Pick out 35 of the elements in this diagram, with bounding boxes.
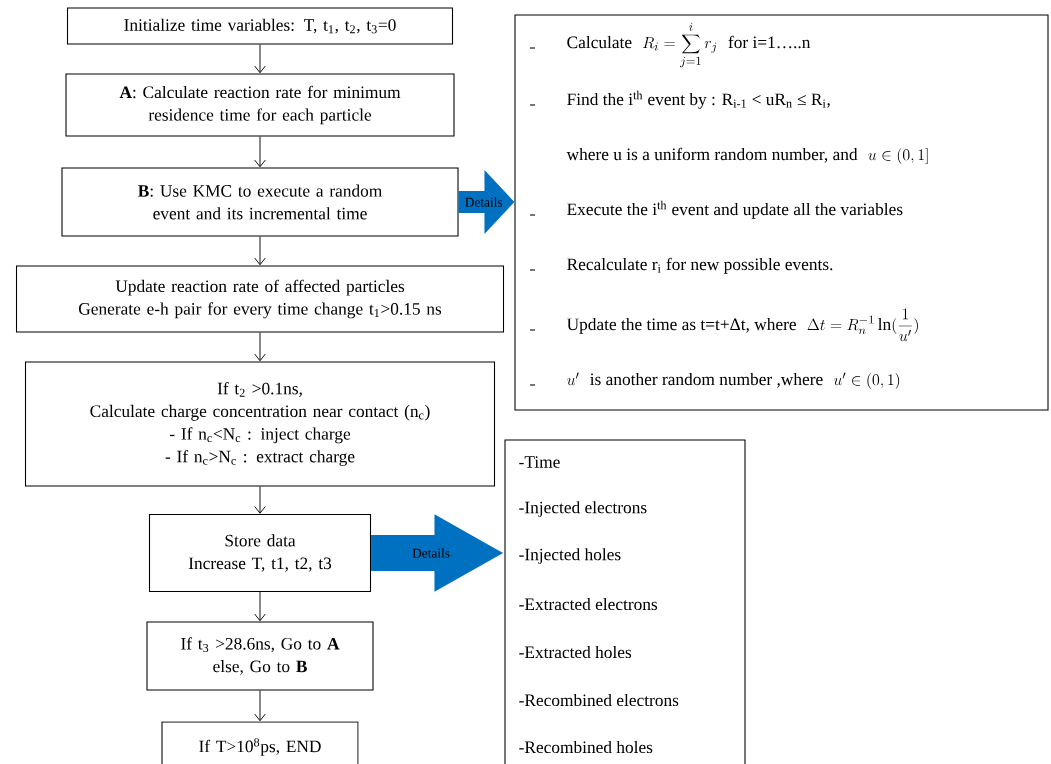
step-text: for i=1…..n <box>728 35 811 49</box>
list-item: -Injected holes <box>519 548 621 564</box>
arrow <box>254 332 266 362</box>
step-text: Update the time as t=t+Δt, where <box>566 318 796 334</box>
formula: $u'$ <box>567 372 579 386</box>
arrow <box>254 136 266 168</box>
step-text: Execute the i$^{th}$ event and update all the variables <box>567 200 903 219</box>
list-item: -Time <box>519 456 560 468</box>
arrow <box>254 591 266 622</box>
process-box: Update reaction rate of affected particles Generate e-h pair for every time change t$_{1}$>0.15 ns <box>15 265 505 333</box>
process-box: If T>10$^{8}$ps, END <box>161 721 359 764</box>
list-item: -Extracted electrons <box>519 597 658 611</box>
step-text: Calculate <box>567 36 632 49</box>
process-box: Initialize time variables: T, t$_{1}$, t$_{2}$, t$_{3}$=0 <box>66 7 454 45</box>
step-text: is another random number ,where <box>590 372 823 388</box>
step-text: Find the i$^{th}$ event by : R$_{i-1}$ < uR$_{n}$ ≤ R$_{i}$, <box>567 90 830 109</box>
step-text: where u is a uniform random number, and <box>566 147 858 163</box>
list-item: -Extracted holes <box>519 645 632 659</box>
step-text: Recalculate r$_{i}$ for new possible events. <box>567 257 833 274</box>
arrow <box>254 44 266 74</box>
arrow <box>254 236 266 266</box>
formula: $u' \in (0,1)$ <box>833 372 900 389</box>
arrow <box>254 690 266 722</box>
formula: $\Delta t = R_{n}^{-1}\ln(\frac{1}{u'})$ <box>807 308 918 342</box>
process-box: If t$_{2}$ >0.1ns, Calculate charge concentration near contact (n$_{c}$) - If n$_{c}$<N$_{c}$ : inject charge - If n$_{c}$>N$_{c}$ : extract charge <box>24 361 496 487</box>
formula: $u \in (0,1]$ <box>868 148 928 164</box>
arrow <box>254 486 266 514</box>
process-box: A: Calculate reaction rate for minimum residence time for each particle <box>65 73 455 137</box>
process-box: Store data Increase T, t1, t2, t3 <box>148 513 372 593</box>
process-box: If t$_{3}$ >28.6ns, Go to A else, Go to B <box>146 621 374 691</box>
list-item: -Recombined electrons <box>519 693 679 707</box>
list-item: -Recombined holes <box>519 740 653 754</box>
list-item: -Injected electrons <box>519 501 647 517</box>
process-box: B: Use KMC to execute a random event and its incremental time <box>61 167 459 237</box>
formula: $R_{i}=\sum_{j=1}^{i} r_{j}$ <box>643 22 717 68</box>
